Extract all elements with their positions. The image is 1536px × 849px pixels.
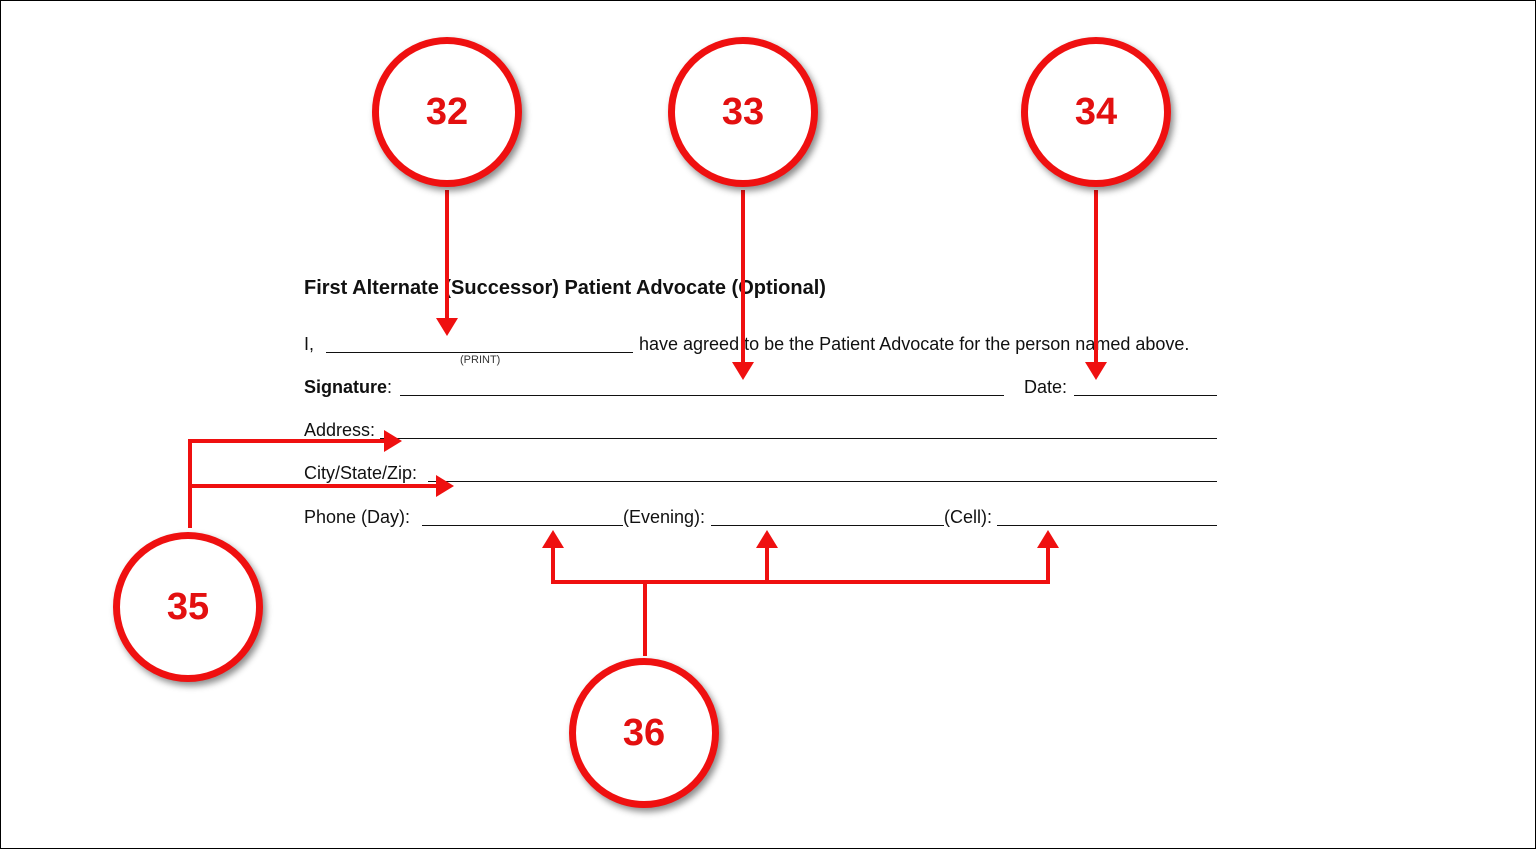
callout-33: 33 [668, 37, 818, 187]
agreement-text: have agreed to be the Patient Advocate f… [639, 334, 1190, 354]
section-title: First Alternate (Successor) Patient Advo… [304, 277, 826, 299]
print-caption: (PRINT) [460, 354, 501, 366]
city-state-zip-field[interactable] [428, 481, 1217, 482]
city-state-zip-label: City/State/Zip: [304, 463, 418, 483]
phone-day-field[interactable] [422, 525, 623, 526]
address-field[interactable] [380, 438, 1217, 439]
callout-35: 35 [113, 532, 263, 682]
phone-day-label: Phone (Day): [304, 507, 411, 527]
date-label: Date: [1024, 377, 1068, 397]
callout-36: 36 [569, 658, 719, 808]
date-field[interactable] [1074, 395, 1217, 396]
signature-label-text: Signature [304, 377, 388, 397]
print-name-field[interactable] [326, 352, 633, 353]
address-label: Address: [304, 420, 376, 440]
phone-evening-label: (Evening): [623, 507, 706, 527]
phone-evening-field[interactable] [711, 525, 944, 526]
signature-label: Signature: [304, 377, 392, 398]
phone-cell-label: (Cell): [944, 507, 992, 527]
signature-colon: : [387, 377, 393, 397]
signature-field[interactable] [400, 395, 1004, 396]
print-prefix: I, [304, 334, 315, 354]
callout-34: 34 [1021, 37, 1171, 187]
phone-cell-field[interactable] [997, 525, 1217, 526]
callout-32: 32 [372, 37, 522, 187]
